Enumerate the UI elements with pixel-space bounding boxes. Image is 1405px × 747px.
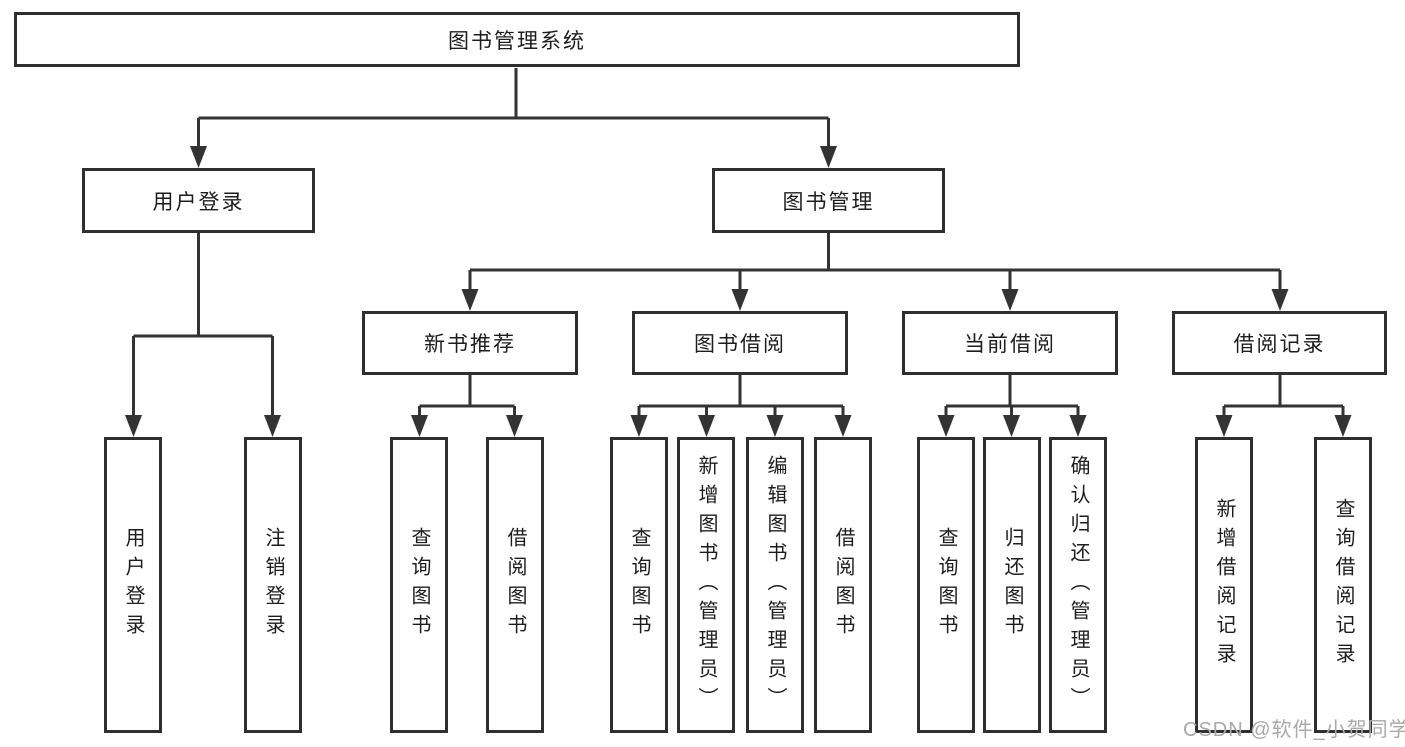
leaf-user-login: 用户登录 — [104, 437, 162, 733]
node-book-borrowing: 图书借阅 — [632, 311, 848, 375]
leaf-query-books-1: 查询图书 — [390, 437, 448, 733]
leaf-label: 查询图书 — [628, 527, 650, 643]
watermark: CSDN @软件_小贺同学 — [1183, 719, 1405, 741]
leaf-label: 借阅图书 — [832, 527, 854, 643]
arrowhead — [630, 415, 648, 437]
leaf-add-borrow-record: 新增借阅记录 — [1195, 437, 1253, 733]
node-user-login: 用户登录 — [82, 168, 315, 233]
leaf-label: 新增图书（管理员） — [695, 454, 717, 716]
connector-new-books — [411, 375, 523, 437]
leaf-label: 查询借阅记录 — [1332, 498, 1354, 672]
arrowhead — [698, 415, 715, 437]
connector-root — [190, 68, 837, 168]
arrowhead — [820, 146, 837, 168]
leaf-query-books-3: 查询图书 — [917, 437, 975, 733]
leaf-borrow-books-1: 借阅图书 — [486, 437, 544, 733]
leaf-label: 编辑图书（管理员） — [764, 454, 786, 716]
arrowhead — [411, 415, 428, 437]
leaf-confirm-return-admin: 确认归还（管理员） — [1049, 437, 1107, 733]
arrowhead — [1271, 289, 1289, 311]
leaf-query-books-2: 查询图书 — [610, 437, 668, 733]
arrowhead — [1215, 415, 1233, 437]
leaf-borrow-books-2: 借阅图书 — [814, 437, 872, 733]
arrowhead — [506, 415, 523, 437]
node-book-management: 图书管理 — [712, 168, 945, 233]
arrowhead — [731, 289, 749, 311]
arrowhead — [190, 146, 207, 168]
arrowhead — [1069, 415, 1087, 437]
leaf-label: 新增借阅记录 — [1213, 498, 1235, 672]
leaf-label: 确认归还（管理员） — [1067, 454, 1089, 716]
arrowhead — [937, 415, 955, 437]
node-current-borrowing: 当前借阅 — [902, 311, 1118, 375]
arrowhead — [125, 415, 142, 437]
node-library-management-system: 图书管理系统 — [14, 12, 1020, 67]
connector-user-login — [125, 233, 281, 437]
leaf-label: 归还图书 — [1001, 527, 1023, 643]
arrowhead — [461, 289, 479, 311]
leaf-label: 查询图书 — [935, 527, 957, 643]
node-new-book-recommendation: 新书推荐 — [362, 311, 578, 375]
leaf-edit-books-admin: 编辑图书（管理员） — [746, 437, 804, 733]
arrowhead — [834, 415, 852, 437]
leaf-label: 用户登录 — [122, 527, 144, 643]
leaf-label: 注销登录 — [262, 527, 284, 643]
leaf-return-books: 归还图书 — [983, 437, 1041, 733]
leaf-label: 借阅图书 — [504, 527, 526, 643]
arrowhead — [766, 415, 784, 437]
connector-book-management — [461, 233, 1289, 311]
arrowhead — [1001, 289, 1019, 311]
connector-current-borrowing — [937, 375, 1087, 437]
arrowhead — [1003, 415, 1020, 437]
leaf-logout: 注销登录 — [244, 437, 302, 733]
arrowhead — [1334, 415, 1352, 437]
leaf-query-borrow-record: 查询借阅记录 — [1314, 437, 1372, 733]
node-borrowing-records: 借阅记录 — [1172, 311, 1387, 375]
connector-borrowing-records — [1215, 375, 1352, 437]
leaf-label: 查询图书 — [408, 527, 430, 643]
leaf-add-books-admin: 新增图书（管理员） — [677, 437, 735, 733]
arrowhead — [264, 415, 281, 437]
connector-book-borrowing — [630, 375, 852, 437]
